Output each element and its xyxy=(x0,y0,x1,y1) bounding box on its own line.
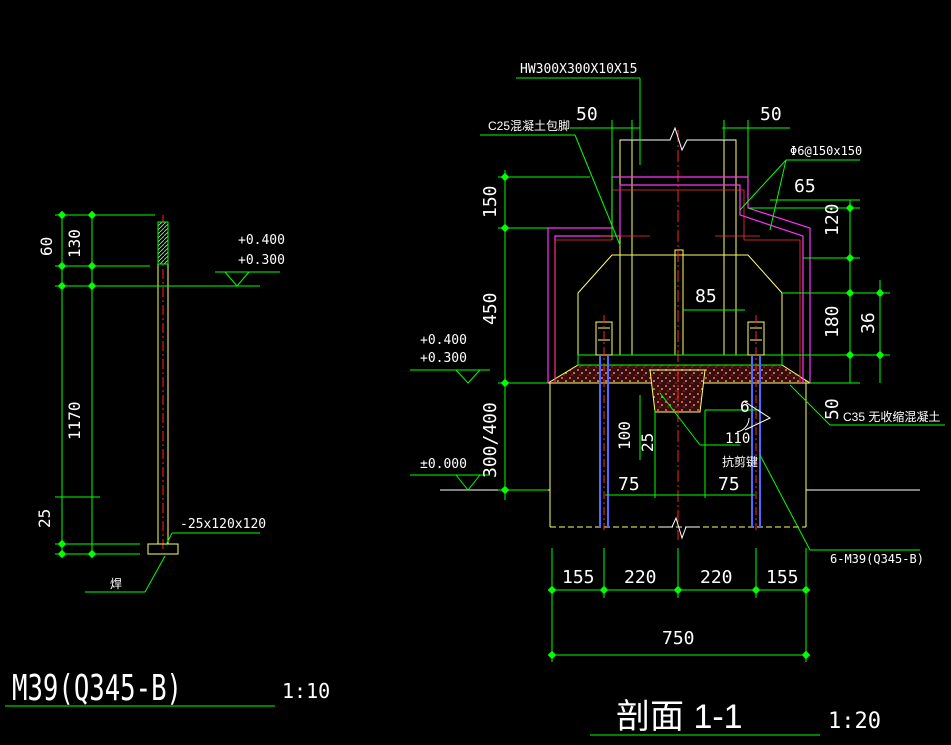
dim-155-left: 155 xyxy=(562,567,595,588)
section-scale: 1:20 xyxy=(828,709,881,734)
dim-65: 65 xyxy=(794,176,816,197)
dim-110: 110 xyxy=(725,431,750,447)
dim-120: 120 xyxy=(822,203,843,236)
dim-60: 60 xyxy=(37,237,56,256)
anchor-bolt-left xyxy=(595,315,613,530)
level-top: +0.400 xyxy=(238,233,285,248)
dim-85: 85 xyxy=(695,286,717,307)
left-scale: 1:10 xyxy=(282,679,330,703)
dim-180: 180 xyxy=(822,305,843,338)
dim-25: 25 xyxy=(35,509,54,528)
column-flange-left xyxy=(619,139,633,356)
grout-label: C35 无收缩混凝土 xyxy=(843,409,940,424)
section-title: 剖面 1-1 xyxy=(616,698,743,736)
column-label: HW300X300X10X15 xyxy=(520,62,637,77)
dim-75-right: 75 xyxy=(718,474,740,495)
rebar-cage-outer xyxy=(547,176,811,383)
dim-100: 100 xyxy=(615,421,634,450)
dim-25: 25 xyxy=(638,433,657,452)
dim-50-right: 50 xyxy=(760,104,782,125)
dim-130: 130 xyxy=(65,229,84,258)
column-web xyxy=(674,249,684,356)
section-1-1: HW300X300X10X15 C25混凝土包脚 Φ6@150x150 50 5… xyxy=(410,62,945,736)
stirrup-label: Φ6@150x150 xyxy=(790,144,862,158)
dim-300-400: 300/400 xyxy=(480,402,501,478)
rebar-cage-inner xyxy=(554,184,804,383)
dim-50-grout: 50 xyxy=(822,398,843,420)
bolt-label: 6-M39(Q345-B) xyxy=(830,552,924,566)
anchor-thread xyxy=(157,221,169,265)
dim-220-left: 220 xyxy=(624,567,657,588)
dim-36: 36 xyxy=(858,312,879,334)
base-plate xyxy=(577,354,783,366)
level-ground: ±0.000 xyxy=(420,457,467,472)
level-bottom: +0.300 xyxy=(420,351,467,366)
dim-50-left: 50 xyxy=(576,104,598,125)
dim-450: 450 xyxy=(480,292,501,325)
anchor-bolt-right xyxy=(747,315,765,530)
dim-6: 6 xyxy=(740,397,750,416)
dim-750: 750 xyxy=(662,628,695,649)
level-top: +0.400 xyxy=(420,333,467,348)
plate-label: -25x120x120 xyxy=(180,517,266,532)
anchor-plate xyxy=(147,543,179,555)
dim-1170: 1170 xyxy=(65,401,84,440)
dim-220-right: 220 xyxy=(700,567,733,588)
dim-150: 150 xyxy=(480,185,501,218)
left-title: M39(Q345-B) xyxy=(12,668,182,709)
dim-75-left: 75 xyxy=(618,474,640,495)
level-bottom: +0.300 xyxy=(238,253,285,268)
dim-155-right: 155 xyxy=(766,567,799,588)
column-flange-right xyxy=(723,139,737,356)
concrete-label: C25混凝土包脚 xyxy=(488,118,570,133)
anchor-bolt-detail: 60 130 1170 25 +0.400 +0.300 -25x120x120… xyxy=(5,210,330,709)
weld-label: 焊 xyxy=(110,576,122,591)
shear-key-label: 抗剪键 xyxy=(722,454,758,469)
